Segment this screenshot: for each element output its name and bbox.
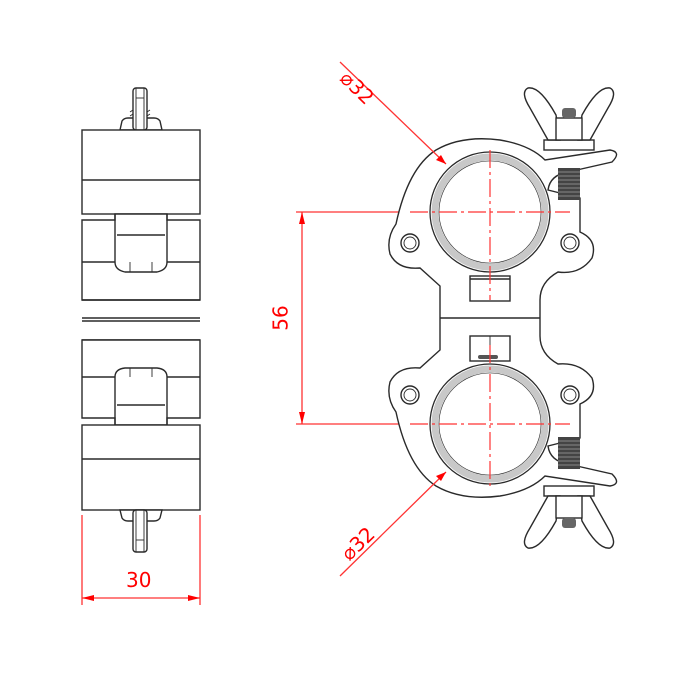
width-dimension: [81, 515, 201, 605]
lower-thread: [558, 437, 580, 469]
bottom-wing-bolt-side: [119, 509, 163, 553]
center-lines: [410, 150, 570, 488]
upper-thread: [558, 168, 580, 200]
width-dimension-label: 30: [126, 568, 152, 592]
lower-wing-nut: [523, 485, 615, 549]
upper-block: [81, 129, 201, 301]
top-wing-bolt-side: [119, 87, 163, 131]
pivot-screws: [400, 233, 580, 405]
center-distance-label: 56: [268, 305, 293, 331]
top-diameter-leader: [339, 61, 447, 165]
middle-joint: [82, 299, 200, 341]
upper-wing-nut: [523, 87, 615, 151]
lower-block: [81, 339, 201, 511]
bottom-diameter-leader: [339, 471, 447, 577]
